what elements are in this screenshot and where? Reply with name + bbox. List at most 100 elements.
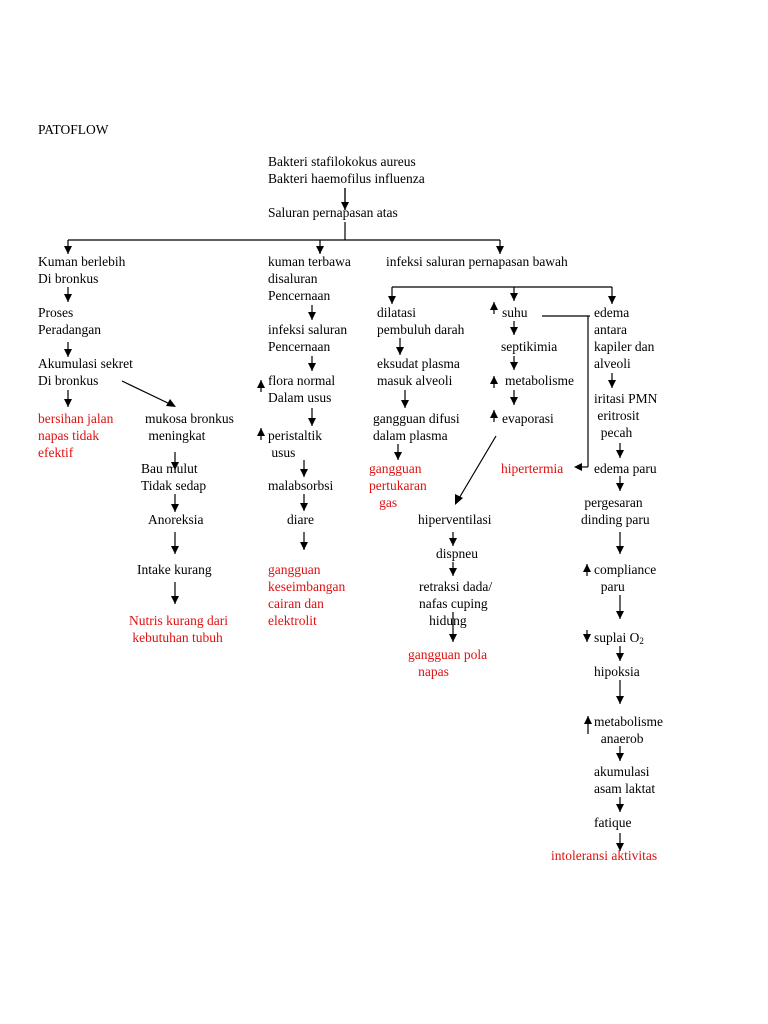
up-arrow-metabolisme-anaerob-head [584,716,592,724]
node-compliance-paru: compliance paru [594,562,657,594]
node-hiperventilasi: hiperventilasi [418,512,492,527]
node-fatique: fatique [594,815,632,830]
arrow-to-anoreksia-head [171,504,179,512]
suplai-label: suplai O [594,630,640,645]
node-akumulasi-sekret: Akumulasi sekret Di bronkus [38,356,133,388]
arrow-to-hipoksia-head [616,653,624,661]
node-malabsorbsi: malabsorbsi [268,478,334,493]
arrow-to-septikimia-head [510,327,518,335]
node-pergesaran: pergesaran dinding paru [581,495,650,527]
arrow-to-diare-head [300,503,308,511]
arrow-to-metabolisme-anaerob-head [616,696,624,704]
arrow-to-malabsorbsi-head [300,469,308,477]
up-arrow-metabolisme-head [490,376,498,384]
arrow-to-bau-mulut-head [171,462,179,470]
node-evaporasi: evaporasi [502,411,554,426]
arrow-to-gangguan-pertukaran-head [394,452,402,460]
arrow-to-iritasi-head [608,380,616,388]
node-suplai-o2: suplai O2 [594,629,644,650]
arrow-to-edema-paru-head [616,450,624,458]
node-eksudat: eksudat plasma masuk alveoli [377,356,460,388]
arrow-to-pergesaran-head [616,483,624,491]
arrow-bacteria-to-tract-head [341,202,349,210]
arrow-to-nutrisi-head [171,596,179,604]
node-akumulasi-asam-laktat: akumulasi asam laktat [594,764,656,796]
node-mukosa-bronkus: mukosa bronkus meningkat [145,411,234,443]
node-dispneu: dispneu [436,546,478,561]
arrow-to-metabolisme-head [510,362,518,370]
node-metabolisme: metabolisme [505,373,574,388]
diagnosis-intoleransi-aktivitas: intoleransi aktivitas [551,848,658,863]
node-gangguan-difusi: gangguan difusi dalam plasma [373,411,460,443]
down-arrow-compliance-head [583,564,591,572]
arrow-to-intoleransi-head [616,843,624,851]
node-intake-kurang: Intake kurang [137,562,212,577]
bacteria-label-2: Bakteri haemofilus influenza [268,171,425,186]
arrow-to-gangguan-cairan-head [300,542,308,550]
arrow-to-bersihan-head [64,399,72,407]
arrow-to-gangguan-difusi-head [401,400,409,408]
arrow-to-hiperventilasi-head [455,494,463,505]
arrow-to-infeksi-bawah-head [496,246,504,254]
node-infeksi-pencernaan: infeksi saluran Pencernaan [268,322,348,354]
arrow-to-flora-head [308,363,316,371]
down-arrow-suplai-head [583,634,591,642]
node-flora-normal: flora normal Dalam usus [268,373,336,405]
arrow-to-dilatasi-head [388,296,396,304]
suplai-subscript: 2 [639,636,644,646]
node-bau-mulut: Bau mulut Tidak sedap [141,461,207,493]
node-peristaltik: peristaltik usus [268,428,322,460]
diagnosis-hipertermia: hipertermia [501,461,564,476]
node-kuman-terbawa: kuman terbawa disaluran Pencernaan [268,254,351,303]
arrow-to-kuman-berlebih-head [64,246,72,254]
arrow-to-fatique-head [616,804,624,812]
arrow-to-peristaltik-head [308,418,316,426]
arrow-to-proses-head [64,294,72,302]
diagnosis-bersihan-jalan-napas: bersihan jalan napas tidak efektif [38,411,114,460]
node-suhu: suhu [502,305,528,320]
arrow-to-akumulasi-head [64,349,72,357]
up-arrow-flora-head [257,380,265,388]
node-edema: edema antara kapiler dan alveoli [594,305,655,371]
arrow-to-retraksi-head [449,568,457,576]
node-kuman-berlebih: Kuman berlebih Di bronkus [38,254,126,286]
arrow-to-mukosa-head [166,399,176,407]
arrow-to-compliance-head [616,546,624,554]
arrow-to-intake-head [171,546,179,554]
arrow-to-eksudat-head [396,347,404,355]
arrow-to-suplai-head [616,611,624,619]
arrow-to-infeksi-pencernaan-head [308,312,316,320]
node-diare: diare [287,512,314,527]
arrow-to-edema-head [608,296,616,304]
node-septikimia: septikimia [501,339,558,354]
node-anoreksia: Anoreksia [148,512,204,527]
node-iritasi-pmn: iritasi PMN eritrosit pecah [594,391,658,440]
node-dilatasi: dilatasi pembuluh darah [377,305,465,337]
node-metabolisme-anaerob: metabolisme anaerob [594,714,663,746]
bacteria-label-1: Bakteri stafilokokus aureus [268,154,416,169]
arrow-to-dispneu-head [449,538,457,546]
diagnosis-gangguan-pola-napas: gangguan pola napas [408,647,488,679]
arrow-to-mukosa [121,380,173,406]
diagnosis-gangguan-pertukaran-gas: gangguan pertukaran gas [369,461,427,510]
diagnosis-nutrisi: Nutris kurang dari kebutuhan tubuh [129,613,228,645]
arrow-to-suhu-head [510,293,518,301]
node-infeksi-bawah: infeksi saluran pernapasan bawah [386,254,568,269]
up-arrow-evaporasi-head [490,410,498,418]
arrow-to-hiperventilasi [457,435,497,501]
node-hipoksia: hipoksia [594,664,640,679]
upper-tract-label: Saluran pernapasan atas [268,205,398,220]
up-arrow-suhu-head [490,302,498,310]
arrow-to-kuman-terbawa-head [316,246,324,254]
arrow-to-gangguan-pola-head [449,634,457,642]
arrow-to-evaporasi-head [510,397,518,405]
node-edema-paru: edema paru [594,461,657,476]
node-proses-peradangan: Proses Peradangan [38,305,101,337]
diagnosis-gangguan-cairan: gangguan keseimbangan cairan dan elektro… [268,562,346,628]
arrow-to-hipertermia-head [574,463,582,471]
page-title: PATOFLOW [38,122,109,137]
node-retraksi: retraksi dada/ nafas cuping hidung [419,579,493,628]
up-arrow-peristaltik-head [257,428,265,436]
arrow-to-akumulasi-asam-head [616,753,624,761]
